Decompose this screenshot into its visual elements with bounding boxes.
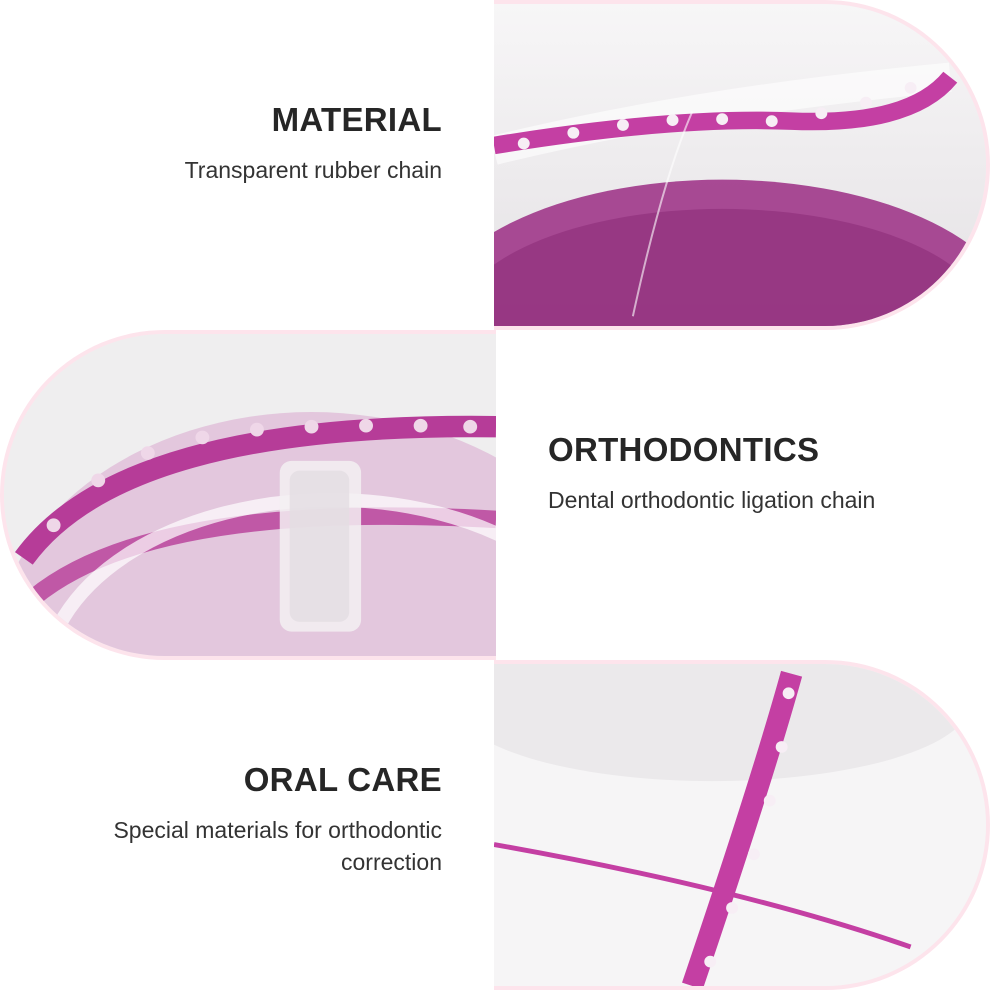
- feature-heading: ORAL CARE: [243, 761, 442, 798]
- rubber-chain-image: [494, 4, 986, 326]
- feature-description: Transparent rubber chain: [184, 157, 442, 183]
- feature-section-orthodontics: ORTHODONTICS Dental orthodontic ligation…: [0, 330, 990, 660]
- feature-text-oral-care: ORAL CARE Special materials for orthodon…: [22, 760, 442, 878]
- rubber-chain-image: [494, 664, 986, 986]
- feature-section-material: MATERIAL Transparent rubber chain: [0, 0, 990, 330]
- product-photo-spool-top: [494, 0, 990, 330]
- feature-text-material: MATERIAL Transparent rubber chain: [22, 100, 442, 186]
- feature-description: Dental orthodontic ligation chain: [548, 487, 876, 513]
- feature-text-orthodontics: ORTHODONTICS Dental orthodontic ligation…: [548, 430, 968, 516]
- feature-heading: ORTHODONTICS: [548, 431, 820, 468]
- feature-section-oral-care: ORAL CARE Special materials for orthodon…: [0, 660, 990, 990]
- feature-description: Special materials for orthodontic correc…: [113, 817, 442, 875]
- rubber-chain-image: [4, 334, 496, 656]
- product-photo-spool-side: [0, 330, 496, 660]
- feature-heading: MATERIAL: [271, 101, 442, 138]
- product-photo-chain-strand: [494, 660, 990, 990]
